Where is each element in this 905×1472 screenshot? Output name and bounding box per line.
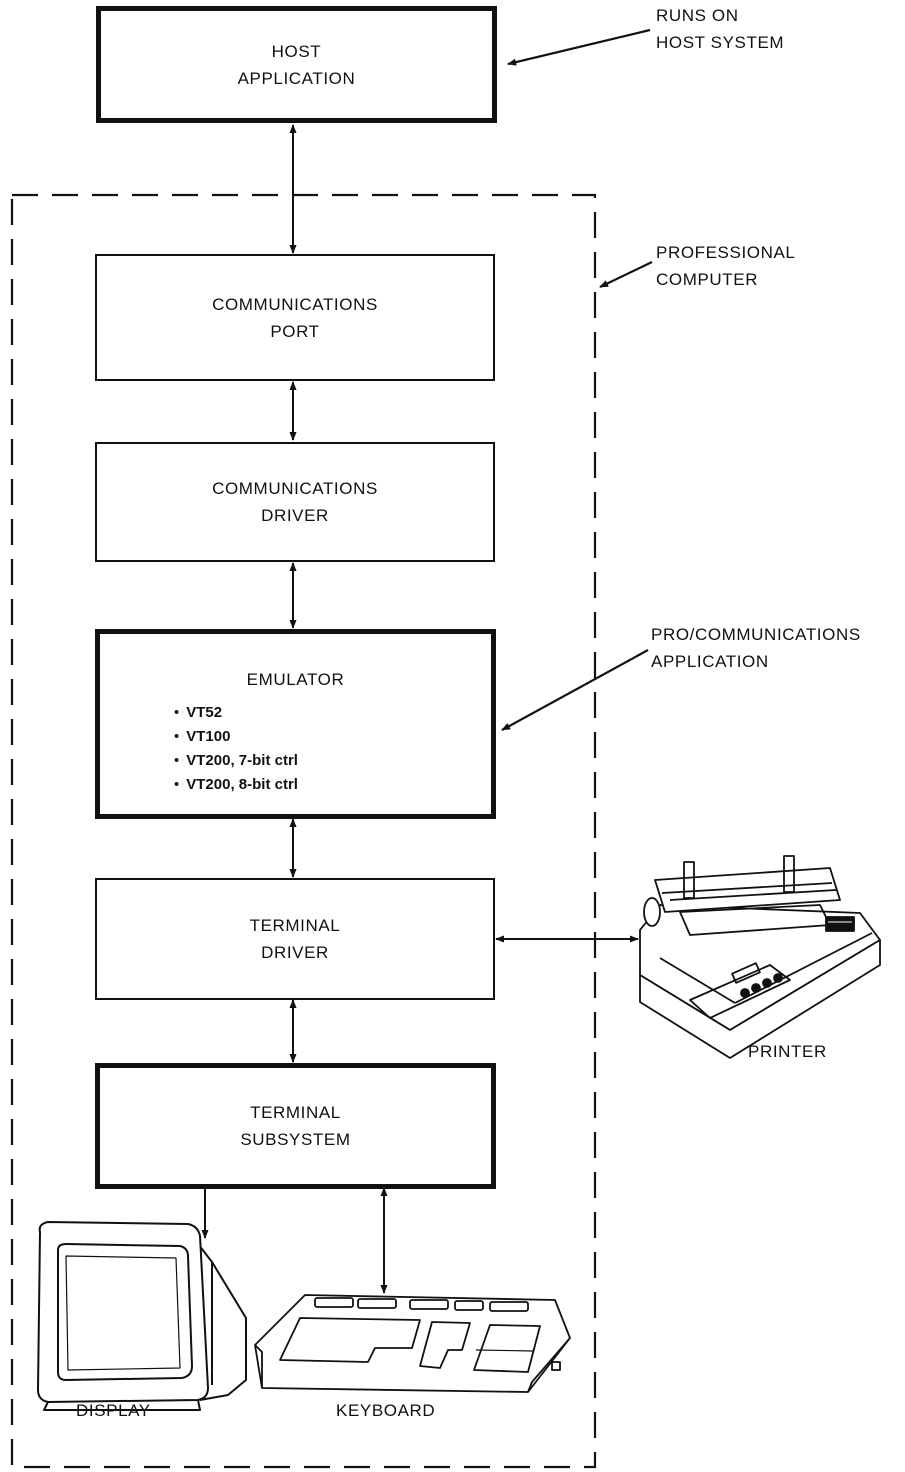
term-subsystem-line2: SUBSYSTEM (240, 1130, 351, 1149)
comm-port-line1: COMMUNICATIONS (212, 294, 378, 314)
comm-driver-line1: COMMUNICATIONS (212, 479, 378, 498)
pro-comm-line1: PRO/COMMUNICATIONS (651, 625, 861, 644)
professional-line1: PROFESSIONAL (656, 243, 796, 262)
runs-on-line1: RUNS ON (656, 6, 739, 25)
keyboard-illustration (254, 1294, 571, 1393)
emulator-mode-item: VT100 (174, 725, 491, 749)
terminal-subsystem-label: TERMINAL SUBSYSTEM (240, 1099, 350, 1153)
emulator-box: EMULATOR VT52 VT100 VT200, 7-bit ctrl VT… (95, 629, 496, 819)
host-application-box: HOST APPLICATION (96, 6, 497, 123)
keyboard-label: KEYBOARD (336, 1401, 436, 1420)
callout-arrow-runs-on (507, 28, 651, 66)
professional-computer-boundary (10, 193, 597, 1469)
callout-arrow-professional (599, 261, 653, 288)
display-illustration (37, 1221, 247, 1411)
callout-runs-on-host: RUNS ON HOST SYSTEM (656, 2, 784, 56)
communications-port-label: COMMUNICATIONS PORT (212, 291, 378, 345)
printer-illustration (639, 855, 881, 1059)
term-driver-line2: DRIVER (261, 943, 329, 962)
emulator-mode-item: VT52 (174, 701, 491, 725)
terminal-subsystem-box: TERMINAL SUBSYSTEM (95, 1063, 496, 1189)
comm-port-line2: PORT (270, 321, 320, 341)
terminal-driver-box: TERMINAL DRIVER (95, 878, 495, 1000)
host-application-label: HOST APPLICATION (238, 38, 356, 92)
term-driver-line1: TERMINAL (249, 916, 341, 935)
pro-comm-line2: APPLICATION (651, 652, 769, 671)
host-line1: HOST (271, 41, 322, 61)
printer-label: PRINTER (748, 1042, 827, 1061)
callout-arrow-pro-comm (501, 649, 649, 731)
terminal-driver-label: TERMINAL DRIVER (250, 912, 341, 966)
professional-line2: COMPUTER (656, 270, 759, 289)
host-line2: APPLICATION (237, 68, 356, 88)
comm-driver-line2: DRIVER (261, 506, 329, 525)
callout-professional-computer: PROFESSIONAL COMPUTER (656, 239, 795, 293)
emulator-mode-item: VT200, 7-bit ctrl (174, 749, 491, 773)
emulator-title: EMULATOR (246, 670, 345, 689)
callout-pro-communications: PRO/COMMUNICATIONS APPLICATION (651, 621, 861, 675)
communications-port-box: COMMUNICATIONS PORT (95, 254, 495, 381)
term-subsystem-line1: TERMINAL (250, 1103, 341, 1122)
communications-driver-label: COMMUNICATIONS DRIVER (212, 475, 378, 529)
emulator-mode-item: VT200, 8-bit ctrl (174, 773, 491, 797)
communications-driver-box: COMMUNICATIONS DRIVER (95, 442, 495, 562)
display-label: DISPLAY (76, 1401, 151, 1420)
runs-on-line2: HOST SYSTEM (656, 33, 785, 52)
emulator-modes-list: VT52 VT100 VT200, 7-bit ctrl VT200, 8-bi… (100, 701, 491, 797)
